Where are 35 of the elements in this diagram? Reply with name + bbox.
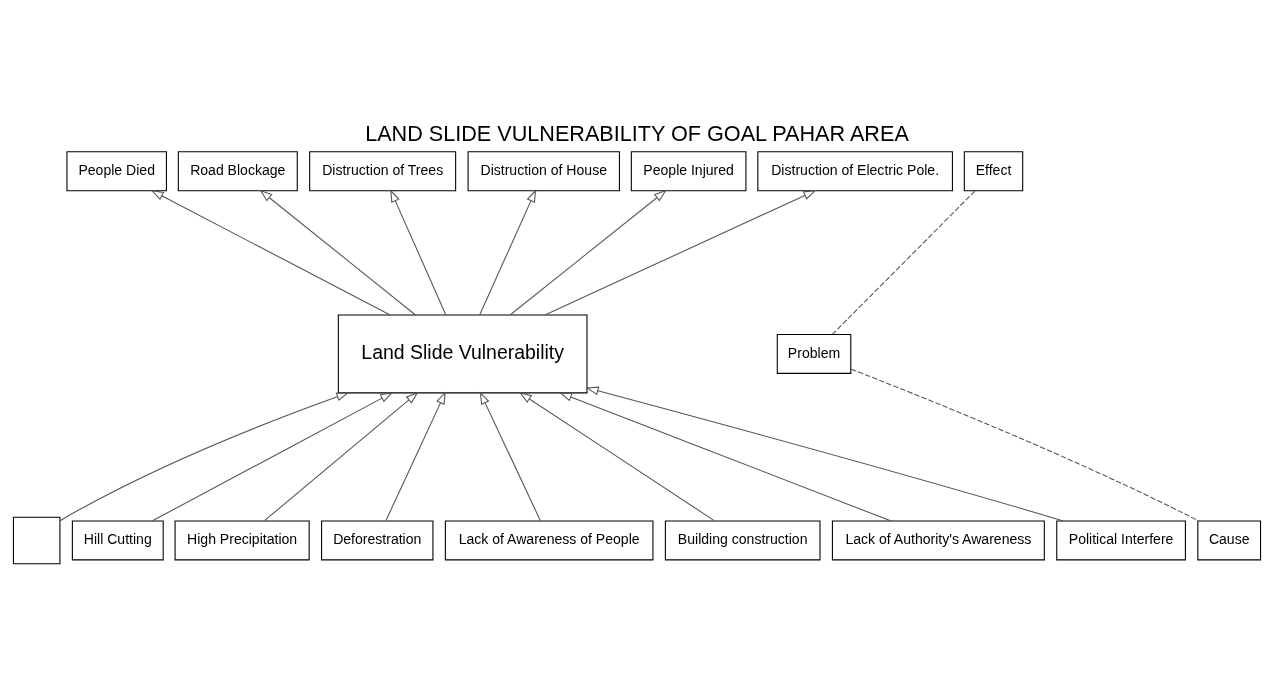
- node-box: Road Blockage: [177, 150, 298, 191]
- node-box: Hill Cutting: [71, 519, 164, 560]
- arrow: [385, 390, 446, 521]
- node-box: Cause: [1197, 519, 1262, 560]
- node-box: [12, 516, 61, 564]
- connector: [832, 190, 976, 335]
- arrow: [259, 189, 417, 316]
- arrow: [559, 391, 892, 521]
- arrow: [150, 189, 391, 316]
- node-box: Deforestration: [321, 519, 434, 560]
- node-box: Distruction of House: [467, 150, 620, 191]
- node-box: People Injured: [630, 150, 747, 191]
- arrow: [479, 390, 541, 521]
- arrow: [151, 391, 394, 521]
- node-box: Distruction of Trees: [309, 150, 457, 191]
- arrow: [263, 391, 419, 521]
- arrow: [479, 188, 537, 316]
- connector: [850, 368, 1199, 521]
- arrow: [59, 391, 350, 521]
- node-box: Distruction of Electric Pole.: [757, 150, 953, 191]
- arrow: [544, 189, 817, 316]
- arrow: [509, 189, 667, 316]
- node-box: Building construction: [664, 519, 821, 560]
- node-box: High Precipitation: [174, 519, 310, 560]
- diagram-title: LAND SLIDE VULNERABILITY OF GOAL PAHAR AREA: [365, 120, 909, 146]
- node-box: Political Interfere: [1056, 519, 1186, 560]
- arrow: [518, 391, 715, 521]
- node-box: Lack of Awareness of People: [444, 519, 654, 560]
- node-box: Effect: [963, 150, 1024, 191]
- arrow: [585, 386, 1064, 521]
- node-box: Lack of Authority's Awareness: [831, 519, 1045, 560]
- node-box: People Died: [66, 150, 167, 191]
- node-box: Problem: [776, 333, 852, 374]
- arrow: [390, 188, 447, 316]
- node-box: Land Slide Vulnerability: [337, 313, 588, 393]
